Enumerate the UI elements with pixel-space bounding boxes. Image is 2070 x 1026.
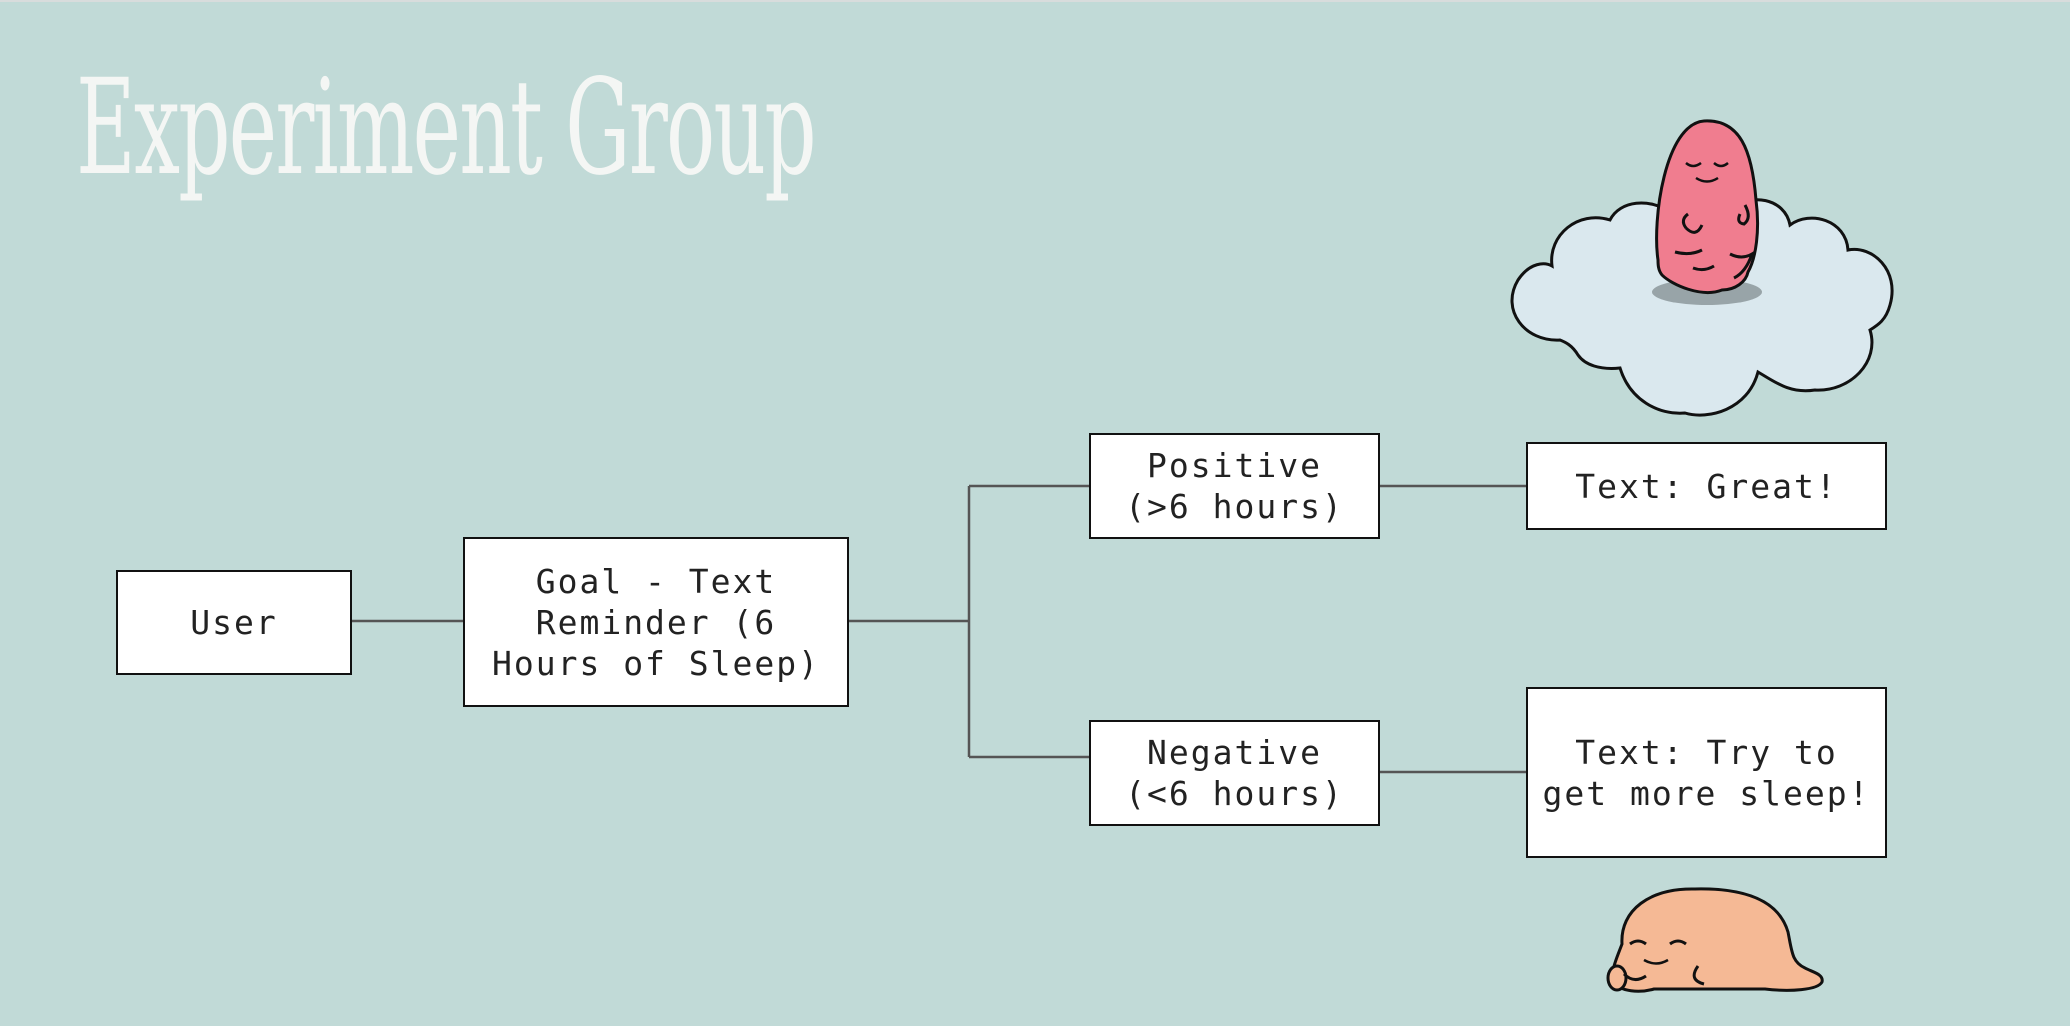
pink-blob-closed-eyes (1685, 161, 1729, 168)
orange-blob-paws (1622, 965, 1705, 986)
slide-title: Experiment Group (76, 51, 817, 205)
pink-blob-smile (1695, 176, 1719, 183)
user-node: User (116, 570, 352, 675)
pink-blob-on-cloud-illustration (1510, 119, 1894, 417)
cloud-shape (1510, 196, 1894, 417)
goal-node: Goal - Text Reminder (6 Hours of Sleep) (463, 537, 849, 707)
slide-top-border (0, 0, 2070, 2)
pink-blob-arms (1681, 204, 1750, 234)
orange-blob-cheek-left (1606, 964, 1628, 992)
text-sleep-node: Text: Try to get more sleep! (1526, 687, 1887, 858)
orange-blob-closed-eyes (1629, 939, 1687, 946)
orange-blob-sleeping-illustration (1606, 887, 1824, 993)
orange-blob-mouth (1643, 958, 1669, 965)
negative-node: Negative (<6 hours) (1089, 720, 1380, 826)
pink-blob-legs (1674, 248, 1755, 280)
pink-blob-body (1655, 119, 1760, 294)
positive-node: Positive (>6 hours) (1089, 433, 1380, 539)
text-great-node: Text: Great! (1526, 442, 1887, 530)
